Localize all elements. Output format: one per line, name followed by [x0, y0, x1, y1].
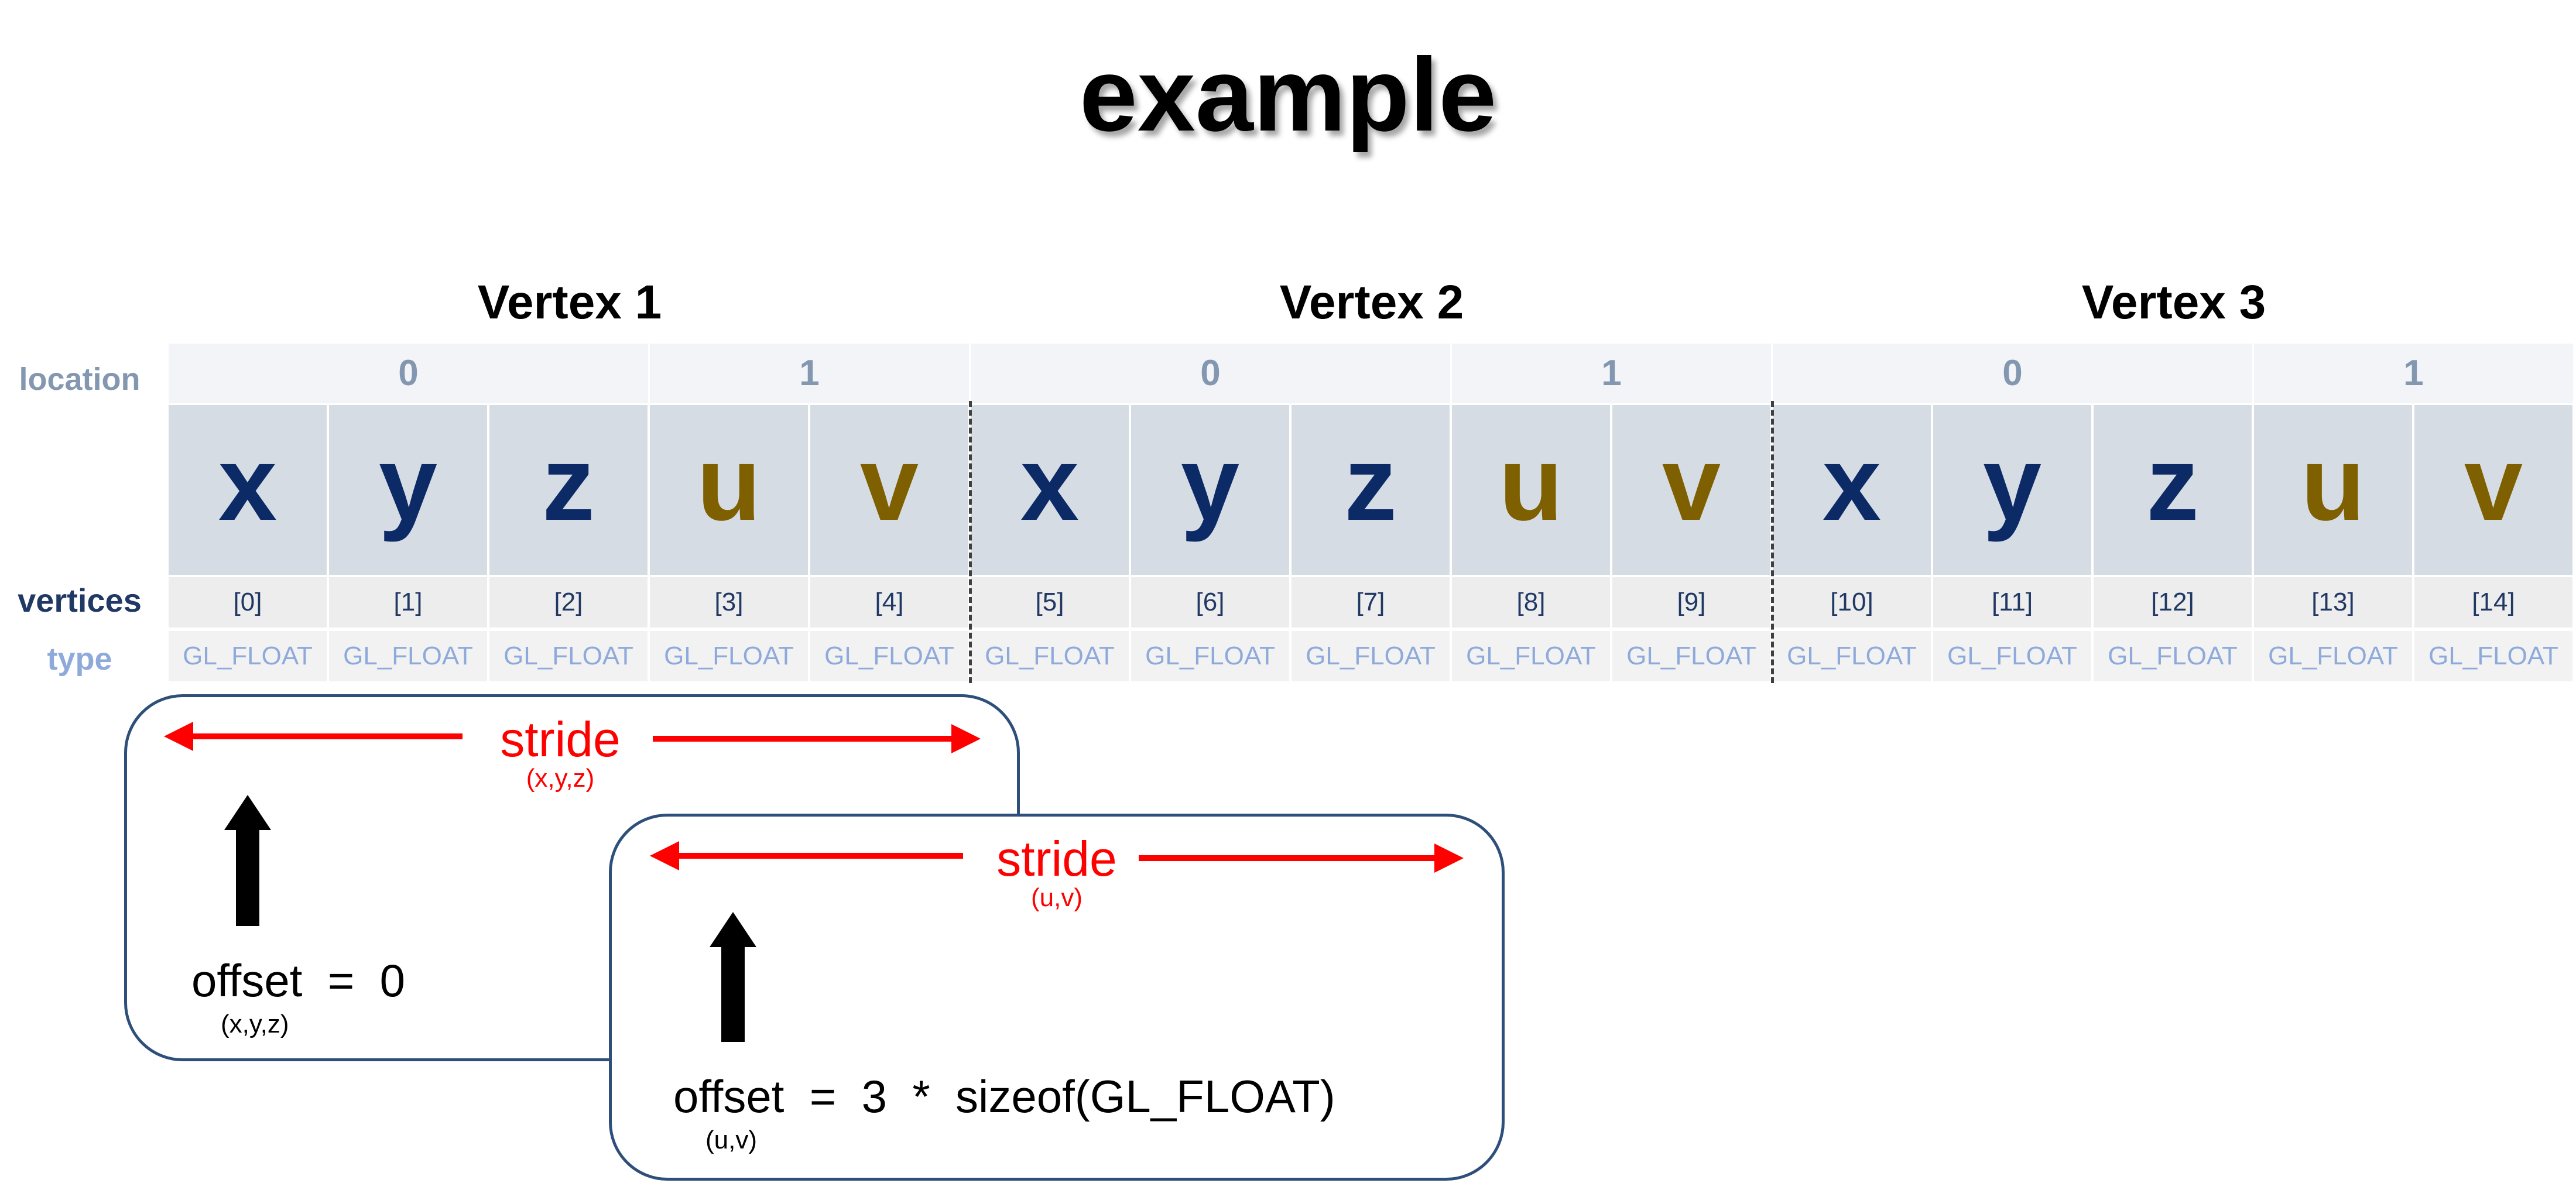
- type-cell: GL_FLOAT: [489, 631, 650, 681]
- component-cell: y: [1933, 405, 2094, 575]
- stride-label: stride: [996, 831, 1117, 886]
- type-cell: GL_FLOAT: [650, 631, 810, 681]
- component-cell: x: [1773, 405, 1933, 575]
- location-cell: 1: [1452, 344, 1773, 403]
- component-cell: u: [2254, 405, 2414, 575]
- component-cell: v: [2414, 405, 2575, 575]
- type-cell: GL_FLOAT: [329, 631, 489, 681]
- type-cell: GL_FLOAT: [1131, 631, 1292, 681]
- index-cell: [9]: [1612, 577, 1773, 627]
- component-cell: y: [329, 405, 489, 575]
- stride-label: stride: [500, 712, 621, 767]
- index-cell: [14]: [2414, 577, 2575, 627]
- location-cell: 0: [169, 344, 650, 403]
- stride-subscript: (x,y,z): [526, 764, 595, 793]
- vertex-header: Vertex 1: [477, 276, 662, 329]
- index-cell: [10]: [1773, 577, 1933, 627]
- vertex-separator: [1771, 401, 1774, 683]
- component-cell: u: [1452, 405, 1612, 575]
- type-cell: GL_FLOAT: [169, 631, 329, 681]
- type-cell: GL_FLOAT: [1612, 631, 1773, 681]
- component-cell: z: [489, 405, 650, 575]
- row-label-location: location: [19, 362, 141, 397]
- vertex-separator: [969, 401, 972, 683]
- vertex-header: Vertex 2: [1279, 276, 1464, 329]
- location-cell: 0: [971, 344, 1452, 403]
- type-cell: GL_FLOAT: [1292, 631, 1452, 681]
- component-cell: v: [810, 405, 971, 575]
- index-cell: [6]: [1131, 577, 1292, 627]
- type-cell: GL_FLOAT: [2254, 631, 2414, 681]
- index-cell: [12]: [2094, 577, 2254, 627]
- texcoord-attribute-box: stride (u,v) offset = 3 * sizeof(GL_FLOA…: [609, 814, 1505, 1181]
- index-cell: [4]: [810, 577, 971, 627]
- vertex-header: Vertex 3: [2081, 276, 2266, 329]
- stride-subscript: (u,v): [1031, 883, 1083, 912]
- index-cell: [8]: [1452, 577, 1612, 627]
- diagram-title: example: [1079, 36, 1497, 153]
- index-cell: [3]: [650, 577, 810, 627]
- type-cell: GL_FLOAT: [1773, 631, 1933, 681]
- index-cell: [13]: [2254, 577, 2414, 627]
- index-cell: [2]: [489, 577, 650, 627]
- row-label-vertices: vertices: [18, 582, 142, 619]
- offset-subscript: (u,v): [705, 1126, 757, 1154]
- type-cell: GL_FLOAT: [1933, 631, 2094, 681]
- index-cell: [0]: [169, 577, 329, 627]
- component-cell: x: [169, 405, 329, 575]
- offset-label: offset = 0: [191, 955, 405, 1006]
- type-cell: GL_FLOAT: [2414, 631, 2575, 681]
- component-cell: u: [650, 405, 810, 575]
- component-cell: z: [2094, 405, 2254, 575]
- type-cell: GL_FLOAT: [971, 631, 1131, 681]
- component-cell: y: [1131, 405, 1292, 575]
- type-cell: GL_FLOAT: [2094, 631, 2254, 681]
- type-cell: GL_FLOAT: [1452, 631, 1612, 681]
- type-cell: GL_FLOAT: [810, 631, 971, 681]
- offset-label: offset = 3 * sizeof(GL_FLOAT): [673, 1071, 1335, 1122]
- row-label-type: type: [47, 642, 112, 677]
- location-cell: 1: [650, 344, 971, 403]
- location-cell: 0: [1773, 344, 2254, 403]
- index-cell: [7]: [1292, 577, 1452, 627]
- index-cell: [11]: [1933, 577, 2094, 627]
- component-cell: x: [971, 405, 1131, 575]
- index-cell: [1]: [329, 577, 489, 627]
- index-cell: [5]: [971, 577, 1131, 627]
- component-cell: z: [1292, 405, 1452, 575]
- location-cell: 1: [2254, 344, 2575, 403]
- component-cell: v: [1612, 405, 1773, 575]
- offset-subscript: (x,y,z): [221, 1010, 289, 1038]
